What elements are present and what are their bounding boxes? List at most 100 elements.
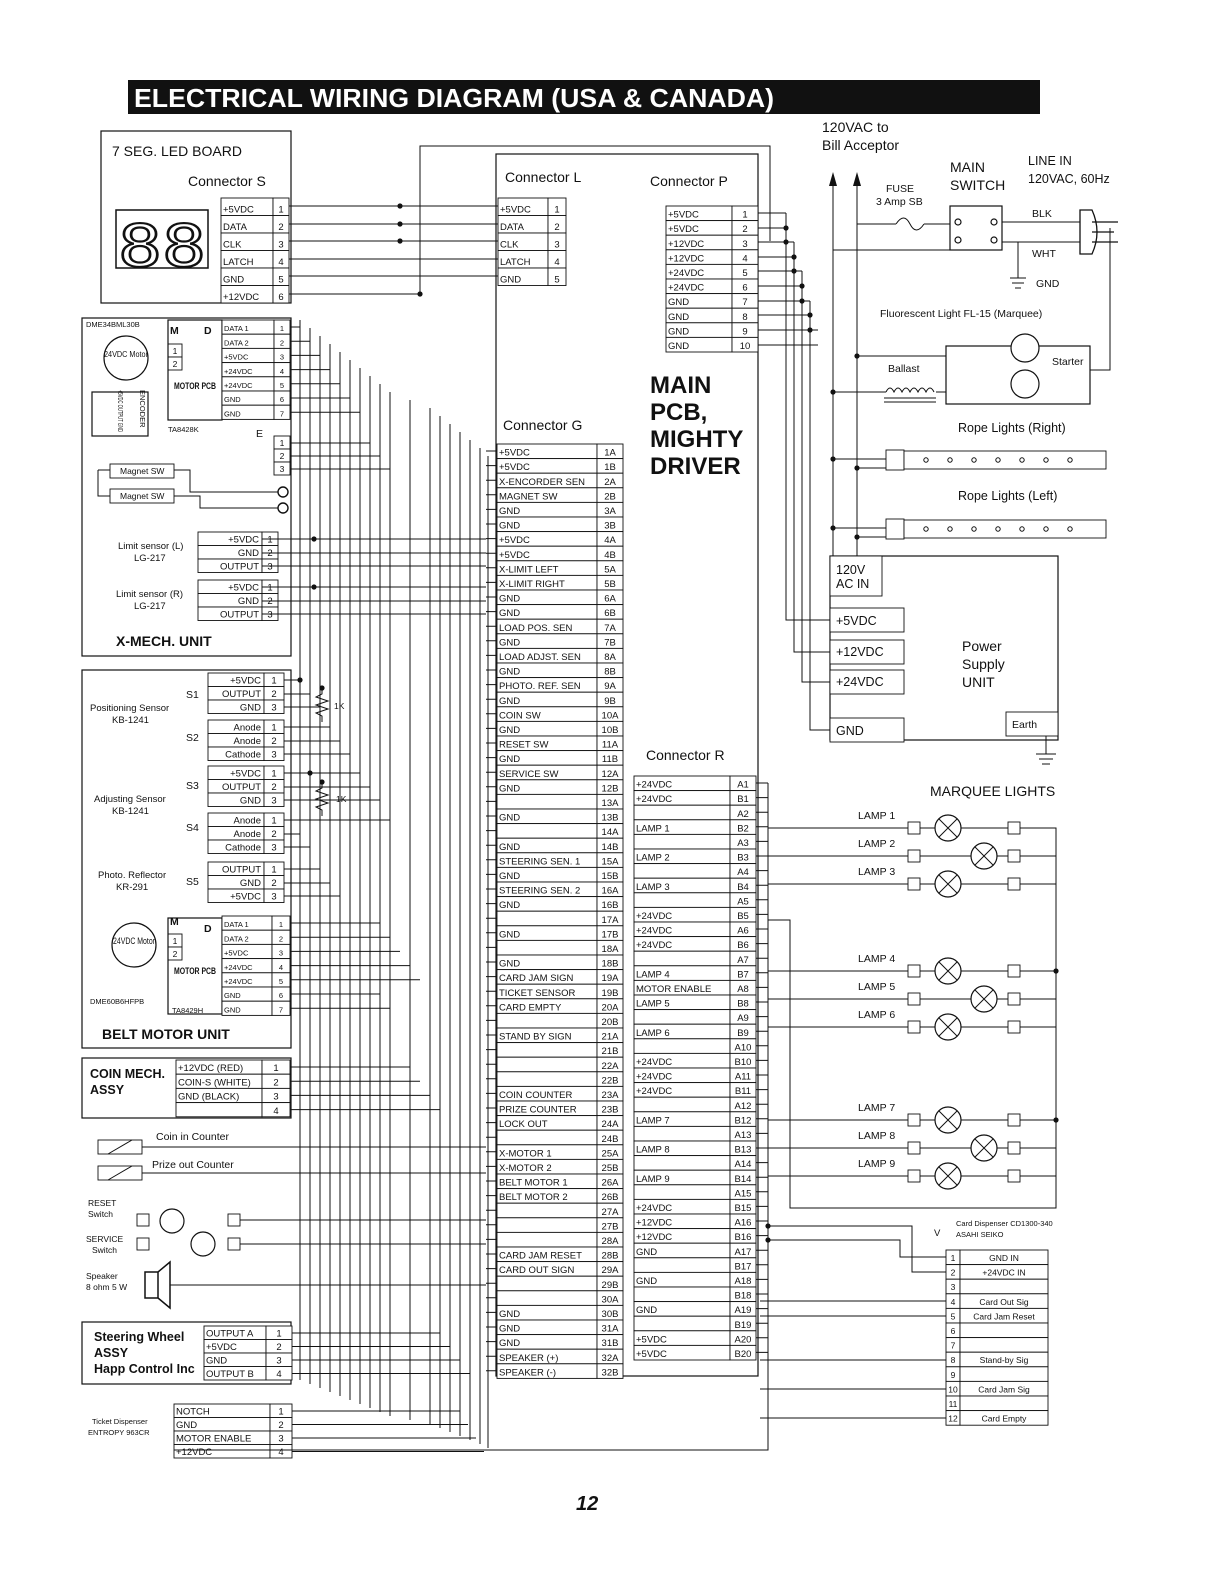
conn-g-pin-38-label: TICKET SENSOR <box>499 988 576 999</box>
resistor-1-label: 1K <box>334 701 345 711</box>
lamp-3-right-terminal <box>1007 877 1021 891</box>
conn-r-pin-35-label: GND <box>636 1276 657 1287</box>
conn-r-pin-5-num: A3 <box>737 838 749 849</box>
card-pin-5-num: 5 <box>951 1311 956 1321</box>
main-pcb-line-1: MAIN <box>650 372 711 399</box>
conn-r-pin-1-label: +24VDC <box>636 780 672 791</box>
earth-box <box>1005 711 1059 737</box>
lamp-6-right-terminal <box>1007 1020 1021 1034</box>
psu-title-2: Supply <box>962 656 1005 672</box>
conn-r-pin-5-label-cell <box>633 833 731 850</box>
conn-g-pin-26-label: GND <box>499 813 520 824</box>
s2-pin-1-num: 1 <box>271 723 276 734</box>
xmech-pcb-model: TA8428K <box>168 425 199 434</box>
steer-pin-1-num: 1 <box>276 1329 281 1340</box>
conn-g-pin-4-label: MAGNET SW <box>499 491 557 502</box>
coin-mech-box <box>81 1057 292 1119</box>
gnd-label: GND <box>1036 278 1060 290</box>
fuse-label: FUSE <box>886 183 914 195</box>
conn-r-pin-15-label: MOTOR ENABLE <box>636 984 711 995</box>
lamp-9-label: LAMP 9 <box>858 1158 895 1170</box>
conn-g-pin-29-num: 15A <box>602 856 620 867</box>
conn-g-pin-20-label: GND <box>499 725 520 736</box>
photo-reflector-model: KR-291 <box>116 882 148 893</box>
led-board-title: 7 SEG. LED BOARD <box>112 143 242 159</box>
card-pin-4-num: 4 <box>951 1297 956 1307</box>
conn-p-pin-2-num: 2 <box>742 224 747 235</box>
conn-g-pin-12-label: GND <box>499 608 520 619</box>
resistor-2-label: 1K <box>336 794 347 804</box>
conn-p-pin-4-label: +12VDC <box>668 253 704 264</box>
steer-pin-2-num: 2 <box>276 1342 281 1353</box>
conn-r-pin-33-num: A17 <box>735 1247 752 1258</box>
service-switch-label: SERVICE <box>86 1234 123 1244</box>
xmech-motor-m: M <box>170 325 179 337</box>
conn-r-pin-20-num: B10 <box>735 1057 752 1068</box>
card-pin-3-label-cell <box>959 1278 1049 1295</box>
wire-junction-17 <box>297 677 303 683</box>
conn-r-pin-20-label: +24VDC <box>636 1057 672 1068</box>
ground-icon <box>1010 277 1026 289</box>
belt-title: BELT MOTOR UNIT <box>102 1026 230 1042</box>
marquee-title: MARQUEE LIGHTS <box>930 783 1055 799</box>
wire-junction-5 <box>783 225 789 231</box>
conn-g-pin-30-num: 15B <box>602 871 619 882</box>
xmech-pin-7-num: 7 <box>280 409 284 418</box>
main-switch-contact-4-icon <box>990 236 998 244</box>
conn-l-pin-5-num: 5 <box>554 275 559 286</box>
conn-g-pin-49-label: X-MOTOR 1 <box>499 1148 552 1159</box>
card-pin-12-label-cell <box>959 1410 1049 1426</box>
s3-pin-2-num: 2 <box>271 782 276 793</box>
psu-ac-in-line1: 120V <box>836 563 866 577</box>
xmech-pin-3-label: +5VDC <box>224 353 249 362</box>
coin-pin-2-label: COIN-S (WHITE) <box>178 1077 251 1088</box>
belt-s3: S3 <box>186 780 199 792</box>
conn-r-pin-26-label: LAMP 8 <box>636 1145 670 1156</box>
conn-g-pin-51-num: 26A <box>602 1178 620 1189</box>
psu-ac-in-line2: AC IN <box>836 577 869 591</box>
conn-g-pin-37-num: 19A <box>602 973 620 984</box>
wire-junction-16 <box>311 584 317 590</box>
xmech-motor-d: D <box>204 325 212 337</box>
fuse-icon <box>895 217 925 231</box>
conn-g-pin-41-label: STAND BY SIGN <box>499 1032 572 1043</box>
conn-g-pin-59-label-cell <box>496 1290 598 1306</box>
conn-r-pin-6-num: B3 <box>737 853 749 864</box>
conn-p-pin-1-label: +5VDC <box>668 210 699 221</box>
main-pcb-line-2: PCB, <box>650 399 707 426</box>
conn-l-pin-2-num: 2 <box>554 222 559 233</box>
s1-pin-3-num: 3 <box>271 703 276 714</box>
xmech-pin-5-num: 5 <box>280 381 284 390</box>
conn-r-pin-10-num: B5 <box>737 911 749 922</box>
belt-motor-pin-1-num: 1 <box>173 936 178 946</box>
main-switch-line1: MAIN <box>950 159 985 175</box>
coin-pin-3-label: GND (BLACK) <box>178 1092 239 1103</box>
conn-r-pin-32-label: +12VDC <box>636 1232 672 1243</box>
steering-maker: Happ Control Inc <box>94 1362 195 1376</box>
conn-r-pin-6-label: LAMP 2 <box>636 853 670 864</box>
conn-r-pin-18-num: B9 <box>737 1028 749 1039</box>
conn-g-pin-11-num: 6A <box>604 594 616 605</box>
conn-g-pin-27-label-cell <box>496 823 598 839</box>
conn-s-pin-5-label: GND <box>223 275 244 286</box>
lamp-9-cross-icon <box>938 1166 958 1186</box>
card-pin-11-label-cell <box>959 1395 1049 1412</box>
conn-g-pin-32-label: GND <box>499 900 520 911</box>
conn-g-pin-59-num: 30A <box>602 1294 620 1305</box>
lamp-6-left-terminal <box>907 1020 921 1034</box>
conn-r-pin-4-num: B2 <box>737 823 749 834</box>
xmech-pin-1-num: 1 <box>280 324 284 333</box>
wire-junction-15 <box>311 536 317 542</box>
conn-g-pin-24-label: GND <box>499 783 520 794</box>
conn-p-pin-1-num: 1 <box>742 210 747 221</box>
limit-r-model: LG-217 <box>134 601 166 612</box>
conn-g-pin-40-label-cell <box>496 1012 598 1029</box>
conn-g-pin-2-num: 1B <box>604 462 616 473</box>
conn-p-pin-7-label: GND <box>668 297 689 308</box>
connector-s-title: Connector S <box>188 173 266 189</box>
lamp-6-label: LAMP 6 <box>858 1009 895 1021</box>
conn-g-pin-46-label: PRIZE COUNTER <box>499 1105 577 1116</box>
conn-r-pin-32-num: B16 <box>735 1232 752 1243</box>
